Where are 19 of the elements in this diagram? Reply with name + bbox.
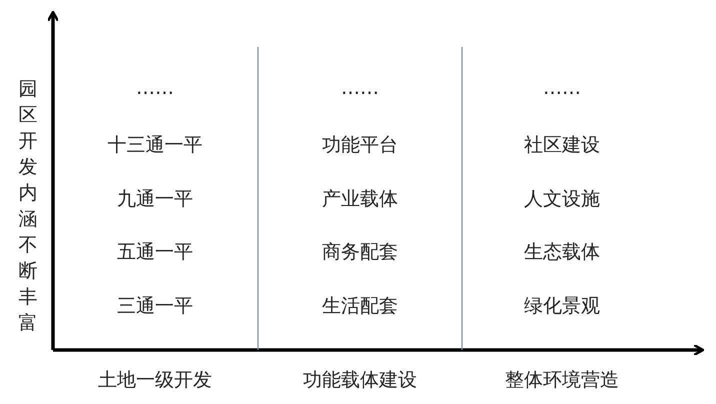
item-label: 人文设施 (524, 187, 600, 212)
item-label: 十三通一平 (108, 133, 202, 158)
item-label: 社区建设 (524, 133, 600, 158)
ellipsis-text: …… (341, 77, 379, 99)
axis-title: 园区开发内涵不断丰富 (18, 77, 38, 336)
item-label: 生活配套 (322, 294, 398, 319)
item-label: 商务配套 (322, 240, 398, 265)
category-label: 土地一级开发 (98, 368, 212, 393)
ellipsis-text: …… (136, 77, 174, 99)
item-label: 功能平台 (322, 133, 398, 158)
item-label: 三通一平 (117, 294, 193, 319)
item-label: 绿化景观 (524, 294, 600, 319)
item-label: 产业载体 (322, 187, 398, 212)
item-label: 五通一平 (117, 240, 193, 265)
ellipsis-text: …… (543, 77, 581, 99)
category-label: 功能载体建设 (303, 368, 417, 393)
category-label: 整体环境营造 (505, 368, 619, 393)
item-label: 九通一平 (117, 187, 193, 212)
item-label: 生态载体 (524, 240, 600, 265)
